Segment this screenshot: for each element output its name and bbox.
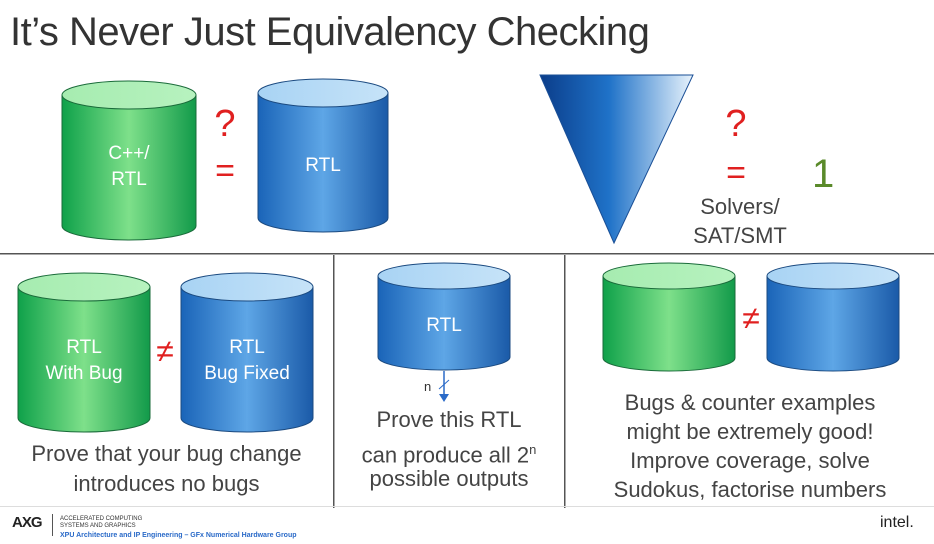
panel2-caption-2: can produce all 2n [361, 442, 537, 468]
rtl-panel2-label: RTL [426, 315, 462, 336]
rtl-bug-fixed-cylinder [180, 272, 314, 433]
solver-result: 1 [812, 152, 835, 196]
panel2-caption-1: Prove this RTL [376, 407, 522, 432]
output-arrow [438, 371, 450, 402]
solver-equals-sign: = [726, 154, 746, 192]
equals-sign: = [215, 152, 235, 190]
panel1-caption-2: introduces no bugs [73, 471, 260, 496]
rtl-top-label: RTL [305, 155, 341, 176]
rtl-with-bug-label-2: With Bug [45, 363, 123, 384]
panel3-not-equal-sign: ≠ [742, 300, 760, 336]
intel-logo: intel. [880, 514, 914, 531]
solver-funnel [539, 74, 694, 245]
rtl-bug-fixed-label-1: RTL [229, 337, 265, 358]
solver-question-mark: ? [725, 103, 747, 145]
cpp-rtl-cylinder [61, 80, 197, 241]
rtl-cylinder-panel2 [377, 262, 511, 371]
sat-smt-label: SAT/SMT [693, 223, 787, 248]
panel3-caption-1: Bugs & counter examples [624, 390, 876, 415]
solvers-label: Solvers/ [700, 194, 780, 219]
rtl-cylinder-top [257, 78, 389, 233]
panel2-caption-3: possible outputs [369, 466, 529, 491]
rtl-with-bug-cylinder [17, 272, 151, 433]
footer-subtitle: XPU Architecture and IP Engineering – GF… [60, 532, 297, 539]
not-equal-sign: ≠ [156, 333, 174, 369]
rtl-with-bug-label-1: RTL [66, 337, 102, 358]
n-bits-label: n [424, 379, 432, 394]
counter-example-blue-cylinder [766, 262, 900, 372]
brand-line-1: ACCELERATED COMPUTING [60, 516, 143, 522]
cpp-rtl-label: C++/ RTL [108, 143, 150, 190]
axg-logo: AXG [12, 514, 42, 531]
panel3-caption-4: Sudokus, factorise numbers [613, 477, 887, 502]
panel3-caption-2: might be extremely good! [626, 419, 874, 444]
question-mark: ? [214, 103, 236, 145]
brand-line-2: SYSTEMS AND GRAPHICS [60, 523, 136, 529]
slide-title: It’s Never Just Equivalency Checking [10, 10, 650, 54]
panel1-caption-1: Prove that your bug change [31, 441, 302, 466]
counter-example-green-cylinder [602, 262, 736, 372]
panel3-caption-3: Improve coverage, solve [630, 448, 870, 473]
rtl-bug-fixed-label-2: Bug Fixed [204, 363, 290, 384]
